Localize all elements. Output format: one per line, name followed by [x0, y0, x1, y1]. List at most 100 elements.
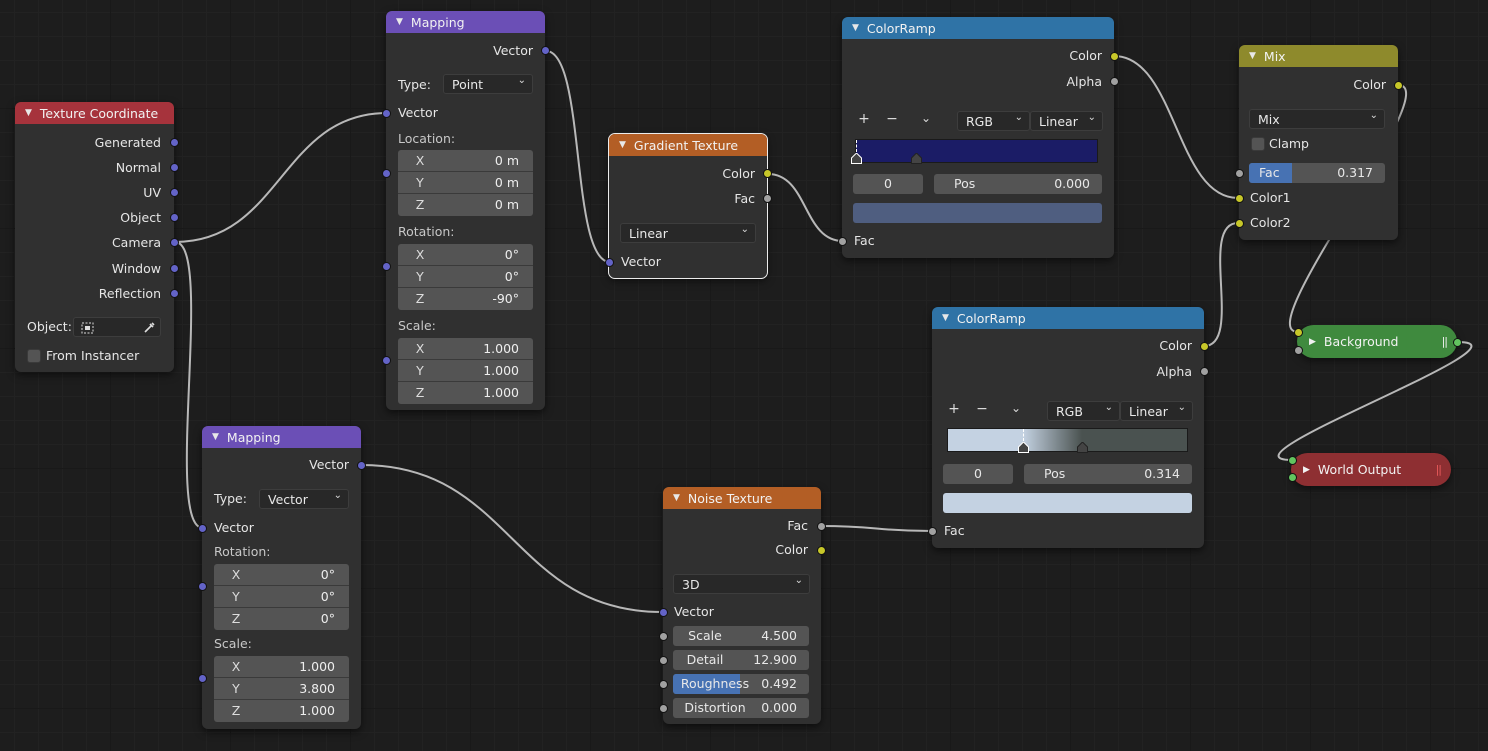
- socket-output-alpha[interactable]: [1110, 77, 1119, 86]
- socket-input-scale[interactable]: [382, 356, 391, 365]
- socket-output-color[interactable]: [1110, 52, 1119, 61]
- dimensions-dropdown[interactable]: 3D⌄: [673, 574, 810, 594]
- collapse-triangle-icon[interactable]: ▼: [25, 108, 32, 118]
- mapping-type-dropdown[interactable]: Vector⌄: [259, 489, 349, 509]
- noise-texture-node[interactable]: ▼Noise Texture Fac Color 3D⌄ Vector Scal…: [659, 487, 826, 724]
- socket-reflection[interactable]: [170, 289, 179, 298]
- node-header[interactable]: ▼Mapping: [202, 426, 361, 448]
- socket-input-scale[interactable]: [659, 632, 668, 641]
- node-header[interactable]: ▼Mapping: [386, 11, 545, 33]
- active-stop-index-field[interactable]: 0: [943, 464, 1013, 484]
- gradient-texture-node[interactable]: ▼Gradient Texture Color Fac Linear⌄ Vect…: [605, 133, 772, 279]
- socket-generated[interactable]: [170, 138, 179, 147]
- socket-output-fac[interactable]: [817, 522, 826, 531]
- color-ramp-bar[interactable]: [851, 139, 1098, 164]
- texture-coordinate-node[interactable]: ▼Texture Coordinate Generated Normal UV …: [15, 102, 179, 372]
- socket-input-location[interactable]: [382, 169, 391, 178]
- expand-triangle-icon[interactable]: ▶: [1303, 464, 1310, 475]
- socket-input-scale[interactable]: [198, 674, 207, 683]
- socket-input-color2[interactable]: [1235, 219, 1244, 228]
- stop-color-swatch[interactable]: [853, 203, 1102, 223]
- color-ramp-bar[interactable]: [947, 428, 1188, 453]
- socket-object[interactable]: [170, 213, 179, 222]
- socket-input-roughness[interactable]: [659, 680, 668, 689]
- socket-output-fac[interactable]: [763, 194, 772, 203]
- socket-input-fac[interactable]: [1235, 169, 1244, 178]
- collapse-triangle-icon[interactable]: ▼: [673, 493, 680, 503]
- socket-input-vector[interactable]: [605, 258, 614, 267]
- socket-input-fac[interactable]: [928, 527, 937, 536]
- colorramp-node-bottom[interactable]: ▼ColorRamp Color Alpha + − ⌄ RGB⌄ Linear…: [928, 307, 1209, 548]
- color-mode-dropdown[interactable]: RGB⌄: [957, 111, 1030, 131]
- clamp-checkbox[interactable]: [1251, 137, 1265, 151]
- world-output-node-collapsed[interactable]: ▶ World Output ||: [1291, 453, 1451, 486]
- stop-color-swatch[interactable]: [943, 493, 1192, 513]
- world-output-socket-input-volume[interactable]: [1288, 473, 1297, 482]
- add-stop-button[interactable]: +: [948, 401, 960, 417]
- collapse-triangle-icon[interactable]: ▼: [212, 432, 219, 442]
- object-picker-field[interactable]: [73, 317, 161, 337]
- node-header[interactable]: ▼ColorRamp: [842, 17, 1114, 39]
- collapse-triangle-icon[interactable]: ▼: [852, 23, 859, 33]
- node-header[interactable]: ▼Noise Texture: [663, 487, 821, 509]
- remove-stop-button[interactable]: −: [976, 401, 988, 417]
- active-color-stop-handle[interactable]: [851, 153, 862, 164]
- toggle-bars-icon[interactable]: ||: [1441, 335, 1449, 348]
- node-header[interactable]: ▼Gradient Texture: [609, 134, 767, 156]
- ramp-options-chevron-icon[interactable]: ⌄: [1010, 401, 1022, 415]
- socket-input-detail[interactable]: [659, 656, 668, 665]
- socket-camera[interactable]: [170, 238, 179, 247]
- socket-output-alpha[interactable]: [1200, 367, 1209, 376]
- socket-input-vector[interactable]: [659, 608, 668, 617]
- rotation-z-field[interactable]: Z-90°: [415, 291, 519, 306]
- collapse-triangle-icon[interactable]: ▼: [1249, 51, 1256, 61]
- add-stop-button[interactable]: +: [858, 111, 870, 127]
- collapse-triangle-icon[interactable]: ▼: [942, 313, 949, 323]
- socket-uv[interactable]: [170, 188, 179, 197]
- node-header[interactable]: ▼ColorRamp: [932, 307, 1204, 329]
- node-header[interactable]: ▼Mix: [1239, 45, 1398, 67]
- socket-output-vector[interactable]: [357, 461, 366, 470]
- toggle-bars-icon[interactable]: ||: [1435, 463, 1443, 476]
- blend-type-dropdown[interactable]: Mix⌄: [1249, 109, 1385, 129]
- socket-output-color[interactable]: [817, 546, 826, 555]
- world-output-socket-input-surface[interactable]: [1288, 456, 1297, 465]
- socket-output-color[interactable]: [1394, 81, 1403, 90]
- background-node-collapsed[interactable]: ▶ Background ||: [1297, 325, 1457, 358]
- interpolation-dropdown[interactable]: Linear⌄: [1120, 401, 1193, 421]
- socket-input-rotation[interactable]: [382, 262, 391, 271]
- color-mode-dropdown[interactable]: RGB⌄: [1047, 401, 1120, 421]
- socket-input-vector[interactable]: [198, 524, 207, 533]
- color-stop-handle[interactable]: [1076, 442, 1088, 453]
- color-stop-handle[interactable]: [911, 153, 923, 164]
- colorramp-node-top[interactable]: ▼ColorRamp Color Alpha + − ⌄ RGB⌄ Linear…: [838, 17, 1119, 258]
- socket-input-distortion[interactable]: [659, 704, 668, 713]
- socket-output-color[interactable]: [763, 169, 772, 178]
- mapping-type-dropdown[interactable]: Point⌄: [443, 74, 533, 94]
- background-socket-input-strength[interactable]: [1294, 346, 1303, 355]
- socket-window[interactable]: [170, 264, 179, 273]
- background-socket-output-background[interactable]: [1453, 338, 1462, 347]
- mapping-node-vector[interactable]: ▼Mapping Vector Type: Vector⌄ Vector Rot…: [198, 426, 366, 729]
- collapse-triangle-icon[interactable]: ▼: [619, 140, 626, 150]
- background-socket-input-color[interactable]: [1294, 328, 1303, 337]
- collapse-triangle-icon[interactable]: ▼: [396, 17, 403, 27]
- mapping-node-point[interactable]: ▼Mapping Vector Type: Point⌄ Vector Loca…: [382, 11, 550, 410]
- remove-stop-button[interactable]: −: [886, 111, 898, 127]
- from-instancer-checkbox[interactable]: [27, 349, 41, 363]
